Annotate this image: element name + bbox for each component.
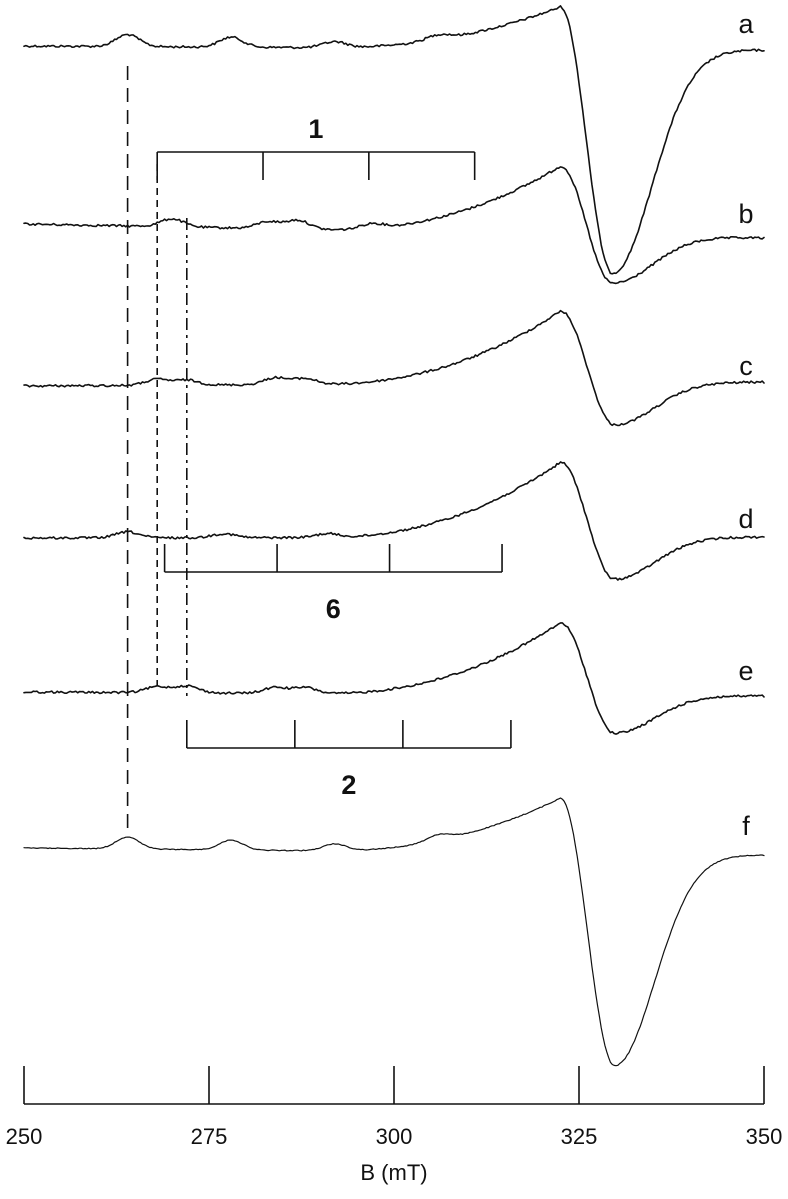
trace-a [23,5,765,275]
trace-f [23,797,765,1067]
trace-label-c: c [739,351,753,381]
hyperfine-brackets: 1 6 2 [156,114,512,800]
trace-c [23,309,765,427]
trace-label-a: a [738,9,754,39]
bracket-1: 1 [156,114,476,180]
trace-d [23,461,765,581]
x-axis-title: B (mT) [360,1160,427,1185]
bracket-1-label: 1 [308,114,323,144]
trace-b [23,166,765,285]
x-tick-label-325: 325 [561,1124,598,1149]
guide-lines [126,66,188,832]
trace-label-f: f [742,811,750,841]
bracket-2-label: 2 [341,770,356,800]
x-tick-label-275: 275 [191,1124,228,1149]
trace-e [23,622,765,735]
spectra-traces [23,5,765,1067]
trace-label-b: b [738,199,753,229]
trace-labels: a b c d e f [738,9,754,841]
trace-label-d: d [738,504,753,534]
bracket-6: 6 [163,544,503,624]
bracket-2: 2 [186,720,512,800]
x-tick-label-250: 250 [6,1124,43,1149]
bracket-6-label: 6 [326,594,341,624]
x-tick-label-350: 350 [746,1124,783,1149]
x-axis: 250 275 300 325 350 [6,1066,783,1149]
trace-label-e: e [738,656,753,686]
x-tick-label-300: 300 [376,1124,413,1149]
